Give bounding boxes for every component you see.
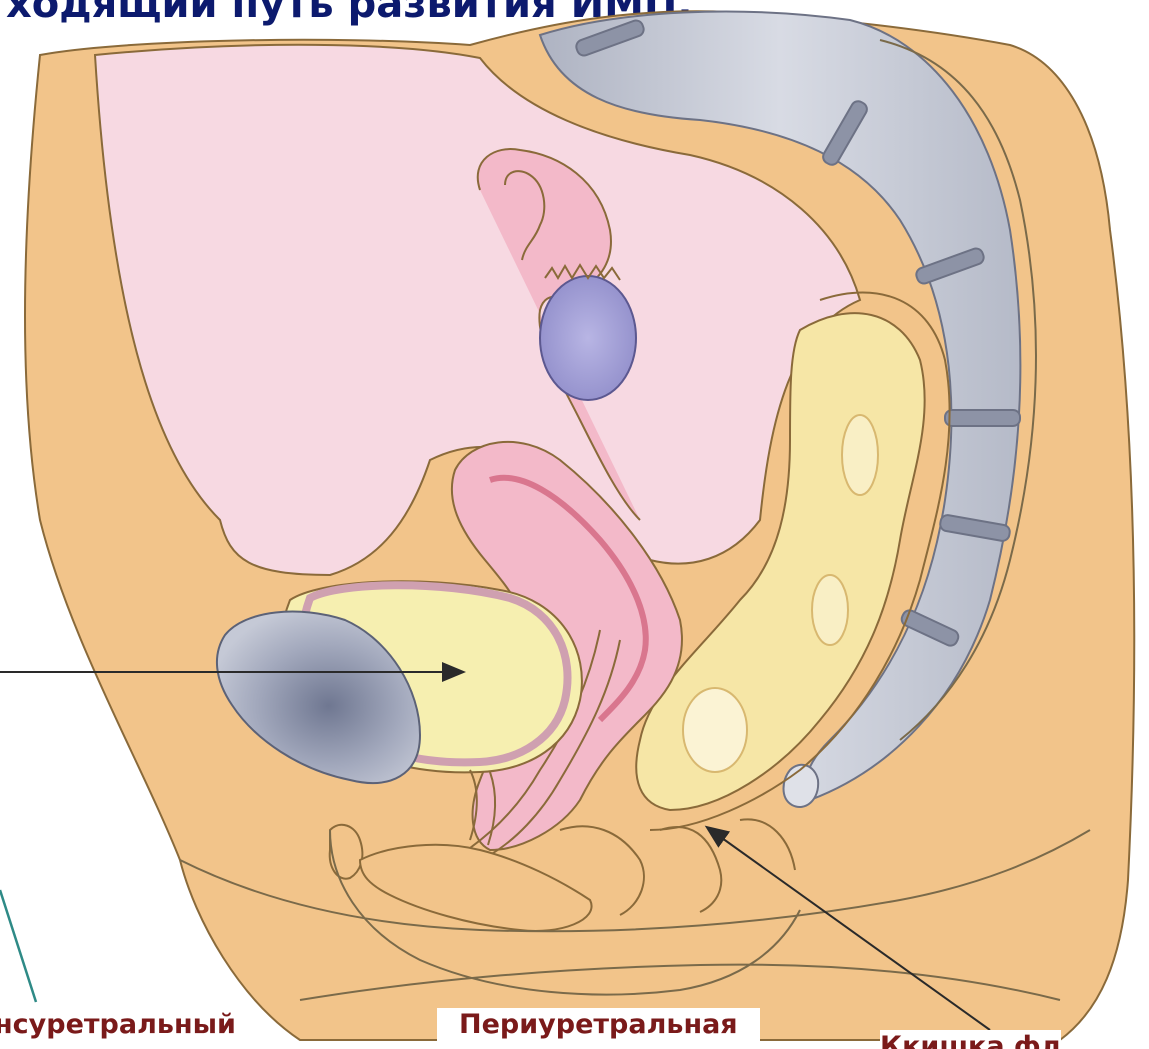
label-periurethral: Периуретральная [437,1008,760,1042]
label-rectal-flora: Ккишка фл [880,1030,1061,1049]
labia [330,825,363,879]
coccyx [784,765,819,807]
transurethral-pointer-line [0,890,36,1002]
rectal-fold [842,415,878,495]
rectal-fold [812,575,848,645]
ovary [540,276,636,400]
rectal-fold [683,688,747,772]
label-transurethral: нсуретральный [0,1008,236,1042]
